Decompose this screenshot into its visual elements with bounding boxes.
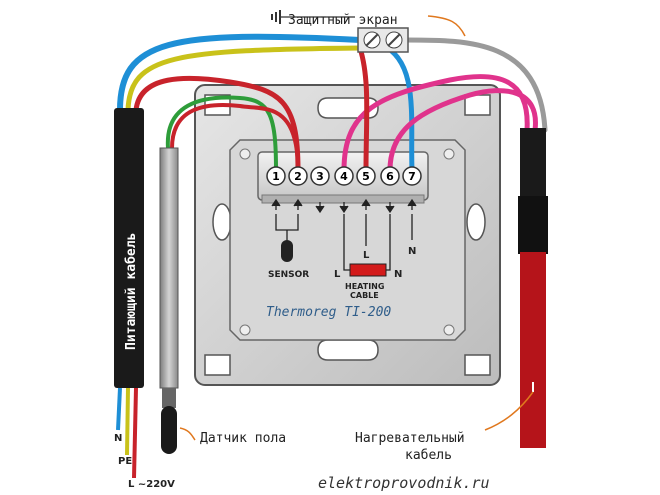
label-n-heating: N: [394, 269, 402, 280]
terminal-number: 1: [272, 170, 280, 183]
wire-gray-shield: [402, 37, 548, 133]
site-watermark: elektroprovodnik.ru: [318, 474, 490, 492]
wire-yellow: [125, 45, 363, 113]
terminal-number: 3: [316, 170, 324, 183]
terminal-number: 6: [386, 170, 394, 183]
terminal-6: 6: [380, 166, 400, 186]
label-n-right: N: [408, 246, 416, 257]
model-name: Thermoreg TI-200: [266, 305, 391, 320]
label-pe: PE: [118, 456, 132, 467]
terminal-7: 7: [402, 166, 422, 186]
terminal-5: 5: [356, 166, 376, 186]
floor-sensor: Датчик пола: [159, 147, 286, 454]
heating-cable: Нагревательный кабель: [355, 128, 548, 463]
label-n: N: [114, 433, 122, 444]
wire-red-supply: [133, 75, 301, 173]
label-l-heating: L: [334, 269, 341, 280]
wire-green-sensor: [165, 95, 278, 172]
supply-cable: Питающий кабель N PE L ~220V: [114, 108, 175, 490]
shield-label: Защитный экран: [288, 13, 398, 28]
heating-symbol: [343, 214, 413, 271]
terminal-1: 1: [266, 166, 286, 186]
floor-sensor-label: Датчик пола: [200, 431, 286, 446]
terminal-2: 2: [288, 166, 308, 186]
thermostat-body: [229, 139, 466, 341]
terminal-number: 7: [408, 170, 416, 183]
terminal-3: 3: [310, 166, 330, 186]
wire-red-sensor: [170, 102, 300, 172]
terminal-number: 4: [340, 170, 348, 183]
sensor-label: SENSOR: [268, 270, 309, 280]
terminal-number: 5: [362, 170, 370, 183]
heating-cable-en-2: CABLE: [350, 291, 379, 300]
terminal-number: 2: [294, 170, 302, 183]
heating-element: [349, 263, 387, 277]
heating-cable-en-1: HEATING: [345, 282, 384, 291]
wire-magenta-6: [387, 88, 538, 173]
label-l-inner: L: [363, 250, 370, 261]
wire-blue: [117, 33, 363, 113]
heating-cable-label-2: кабель: [405, 448, 452, 463]
terminal-row: 1 2 3 4 5 6 7: [266, 166, 422, 186]
label-l-220: L ~220V: [128, 479, 175, 490]
terminal-arrows: [271, 198, 417, 214]
shield-terminal: Защитный экран: [271, 10, 466, 53]
supply-cable-label: Питающий кабель: [124, 233, 139, 350]
heating-cable-label-1: Нагревательный: [355, 431, 465, 446]
terminal-4: 4: [334, 166, 354, 186]
sensor-symbol: SENSOR: [268, 214, 309, 280]
